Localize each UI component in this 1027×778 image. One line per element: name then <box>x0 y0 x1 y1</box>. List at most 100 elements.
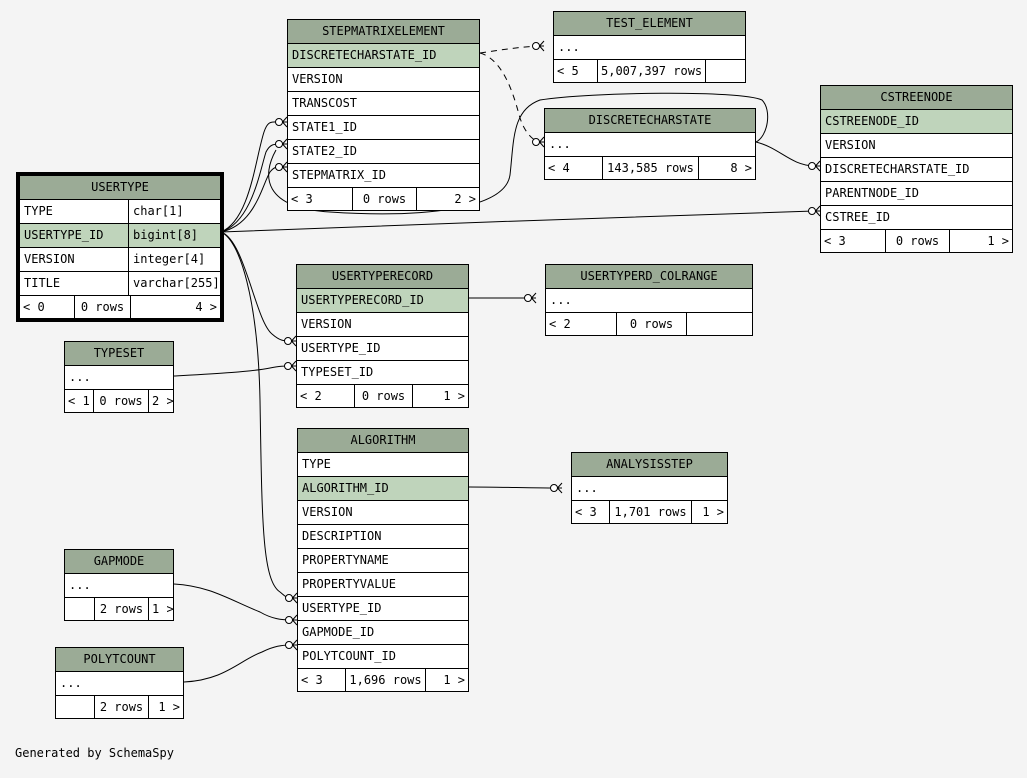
column-name: TITLE <box>24 276 61 290</box>
column-row[interactable]: STEPMATRIX_ID <box>288 164 479 188</box>
column-row[interactable]: TYPE <box>298 453 468 477</box>
parents-count[interactable]: < 3 <box>575 505 597 519</box>
edge-usertype-utrecord <box>220 231 291 342</box>
column-row[interactable]: PROPERTYNAME <box>298 549 468 573</box>
edge-polytcount-algorithm-optional-marker <box>285 641 293 649</box>
children-count[interactable]: 8 > <box>698 157 755 179</box>
table-test-element[interactable]: TEST_ELEMENT ... < 5 5,007,397 rows <box>553 11 746 83</box>
table-header[interactable]: ANALYSISSTEP <box>572 453 727 477</box>
children-count[interactable]: 4 > <box>130 296 220 318</box>
column-row[interactable]: ... <box>572 477 727 501</box>
column-row[interactable]: STATE1_ID <box>288 116 479 140</box>
table-header[interactable]: STEPMATRIXELEMENT <box>288 20 479 44</box>
column-row[interactable]: POLYTCOUNT_ID <box>298 645 468 669</box>
generator-credit: Generated by SchemaSpy <box>15 746 174 760</box>
parents-count[interactable]: < 4 <box>548 161 570 175</box>
parents-count[interactable]: < 3 <box>291 192 313 206</box>
children-count[interactable]: 1 > <box>949 230 1012 252</box>
row-count: 0 rows <box>616 313 686 335</box>
table-header[interactable]: TEST_ELEMENT <box>554 12 745 36</box>
column-row[interactable]: PROPERTYVALUE <box>298 573 468 597</box>
table-header[interactable]: USERTYPERD_COLRANGE <box>546 265 752 289</box>
table-header[interactable]: USERTYPE <box>20 176 220 200</box>
children-count[interactable] <box>705 60 745 82</box>
column-row[interactable]: ... <box>56 672 183 696</box>
column-row[interactable]: VERSION <box>297 313 468 337</box>
column-name: VERSION <box>292 72 343 86</box>
table-header[interactable]: POLYTCOUNT <box>56 648 183 672</box>
children-count[interactable]: 2 > <box>416 188 479 210</box>
parents-count[interactable]: < 2 <box>300 389 322 403</box>
column-row[interactable]: TRANSCOST <box>288 92 479 116</box>
table-header[interactable]: ALGORITHM <box>298 429 468 453</box>
edge-dcs-cstreenode-crowfoot-marker <box>815 160 821 172</box>
parents-count[interactable]: < 0 <box>23 300 45 314</box>
column-row[interactable]: TYPESET_ID <box>297 361 468 385</box>
parents-count[interactable]: < 3 <box>301 673 323 687</box>
children-count[interactable]: 2 > <box>148 390 173 412</box>
parents-count[interactable]: < 1 <box>68 394 90 408</box>
column-row[interactable]: VERSION <box>298 501 468 525</box>
column-row[interactable]: DESCRIPTION <box>298 525 468 549</box>
row-count: 2 rows <box>94 696 148 718</box>
table-header[interactable]: CSTREENODE <box>821 86 1012 110</box>
column-row[interactable]: ALGORITHM_ID <box>298 477 468 501</box>
table-header[interactable]: DISCRETECHARSTATE <box>545 109 755 133</box>
children-count[interactable]: 1 > <box>412 385 468 407</box>
table-gapmode[interactable]: GAPMODE ... 2 rows 1 > <box>64 549 174 621</box>
table-polytcount[interactable]: POLYTCOUNT ... 2 rows 1 > <box>55 647 184 719</box>
table-stepmatrixelement[interactable]: STEPMATRIXELEMENT DISCRETECHARSTATE_ID V… <box>287 19 480 211</box>
table-analysisstep[interactable]: ANALYSISSTEP ... < 3 1,701 rows 1 > <box>571 452 728 524</box>
edge-usertype-algorithm-optional-marker <box>285 594 293 602</box>
table-discretecharstate[interactable]: DISCRETECHARSTATE ... < 4 143,585 rows 8… <box>544 108 756 180</box>
table-cstreenode[interactable]: CSTREENODE CSTREENODE_ID VERSION DISCRET… <box>820 85 1013 253</box>
table-typeset[interactable]: TYPESET ... < 1 0 rows 2 > <box>64 341 174 413</box>
column-row[interactable]: USERTYPE_ID <box>297 337 468 361</box>
children-count[interactable]: 1 > <box>425 669 468 691</box>
column-row[interactable]: ... <box>65 366 173 390</box>
table-usertyperecord[interactable]: USERTYPERECORD USERTYPERECORD_ID VERSION… <box>296 264 469 408</box>
column-row[interactable]: ... <box>554 36 745 60</box>
edge-usertype-utrecord-optional-marker <box>284 337 292 345</box>
column-row[interactable]: GAPMODE_ID <box>298 621 468 645</box>
column-row[interactable]: VERSION <box>288 68 479 92</box>
children-count[interactable] <box>686 313 752 335</box>
column-row[interactable]: DISCRETECHARSTATE_ID <box>821 158 1012 182</box>
edge-dcs-cstreenode <box>755 141 815 167</box>
table-usertyperd-colrange[interactable]: USERTYPERD_COLRANGE ... < 2 0 rows <box>545 264 753 336</box>
column-row[interactable]: CSTREE_ID <box>821 206 1012 230</box>
table-header[interactable]: USERTYPERECORD <box>297 265 468 289</box>
parents-count[interactable] <box>65 598 94 620</box>
children-count[interactable]: 1 > <box>148 598 173 620</box>
column-row[interactable]: ... <box>546 289 752 313</box>
edge-usertype-cstree-crowfoot-marker <box>815 205 821 217</box>
column-row[interactable]: STATE2_ID <box>288 140 479 164</box>
row-count: 143,585 rows <box>602 157 698 179</box>
column-row[interactable]: USERTYPE_ID <box>298 597 468 621</box>
column-row[interactable]: VERSION <box>821 134 1012 158</box>
column-row[interactable]: ... <box>545 133 755 157</box>
column-row[interactable]: ... <box>65 574 173 598</box>
column-name: ... <box>550 293 572 307</box>
column-row[interactable]: USERTYPERECORD_ID <box>297 289 468 313</box>
children-count[interactable]: 1 > <box>148 696 183 718</box>
parents-count[interactable]: < 3 <box>824 234 846 248</box>
edge-stepmatrix-dcs <box>479 52 539 143</box>
table-algorithm[interactable]: ALGORITHM TYPE ALGORITHM_ID VERSION DESC… <box>297 428 469 692</box>
parents-count[interactable]: < 2 <box>549 317 571 331</box>
table-header[interactable]: GAPMODE <box>65 550 173 574</box>
column-row[interactable]: PARENTNODE_ID <box>821 182 1012 206</box>
column-name: ... <box>69 578 91 592</box>
children-count[interactable]: 1 > <box>691 501 727 523</box>
column-row[interactable]: CSTREENODE_ID <box>821 110 1012 134</box>
column-row[interactable]: DISCRETECHARSTATE_ID <box>288 44 479 68</box>
parents-count[interactable] <box>56 696 94 718</box>
parents-count[interactable]: < 5 <box>557 64 579 78</box>
table-header[interactable]: TYPESET <box>65 342 173 366</box>
column-type: integer[4] <box>128 248 220 271</box>
